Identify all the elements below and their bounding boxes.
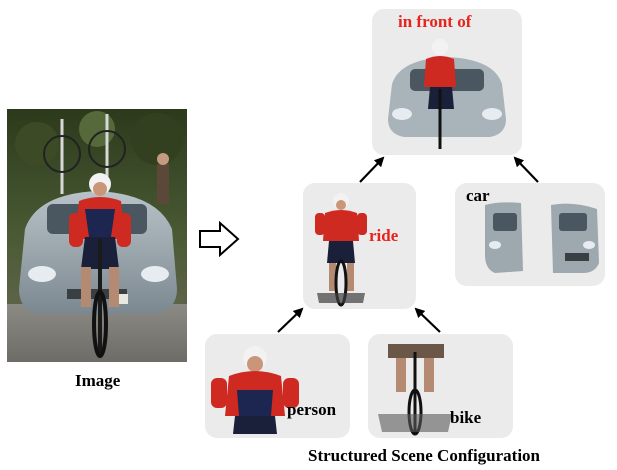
node-car-art xyxy=(485,202,599,273)
object-label-person: person xyxy=(287,400,337,419)
node-in-front-of-art xyxy=(388,39,506,149)
node-car: car xyxy=(455,183,605,286)
arrow-bike-to-ride xyxy=(414,307,441,333)
node-person: person xyxy=(205,334,350,438)
node-ride-art xyxy=(315,193,367,307)
relation-label-in-front-of: in front of xyxy=(398,12,472,31)
image-caption: Image xyxy=(75,371,121,390)
object-label-car: car xyxy=(466,186,490,205)
arrow-car-to-top xyxy=(513,156,539,183)
arrow-ride-to-top xyxy=(359,156,385,183)
node-bike-art xyxy=(378,344,452,436)
scene-photo-art xyxy=(7,109,187,362)
node-ride: ride xyxy=(303,183,416,309)
arrow-person-to-ride xyxy=(277,307,304,333)
transform-arrow-icon xyxy=(199,221,240,257)
object-label-bike: bike xyxy=(450,408,482,427)
node-in-front-of: in front of xyxy=(372,9,522,155)
diagram-caption: Structured Scene Configuration xyxy=(308,446,541,465)
node-person-art xyxy=(211,346,299,434)
node-bike: bike xyxy=(368,334,513,438)
scene-photo xyxy=(7,109,187,362)
relation-label-ride: ride xyxy=(369,226,399,245)
